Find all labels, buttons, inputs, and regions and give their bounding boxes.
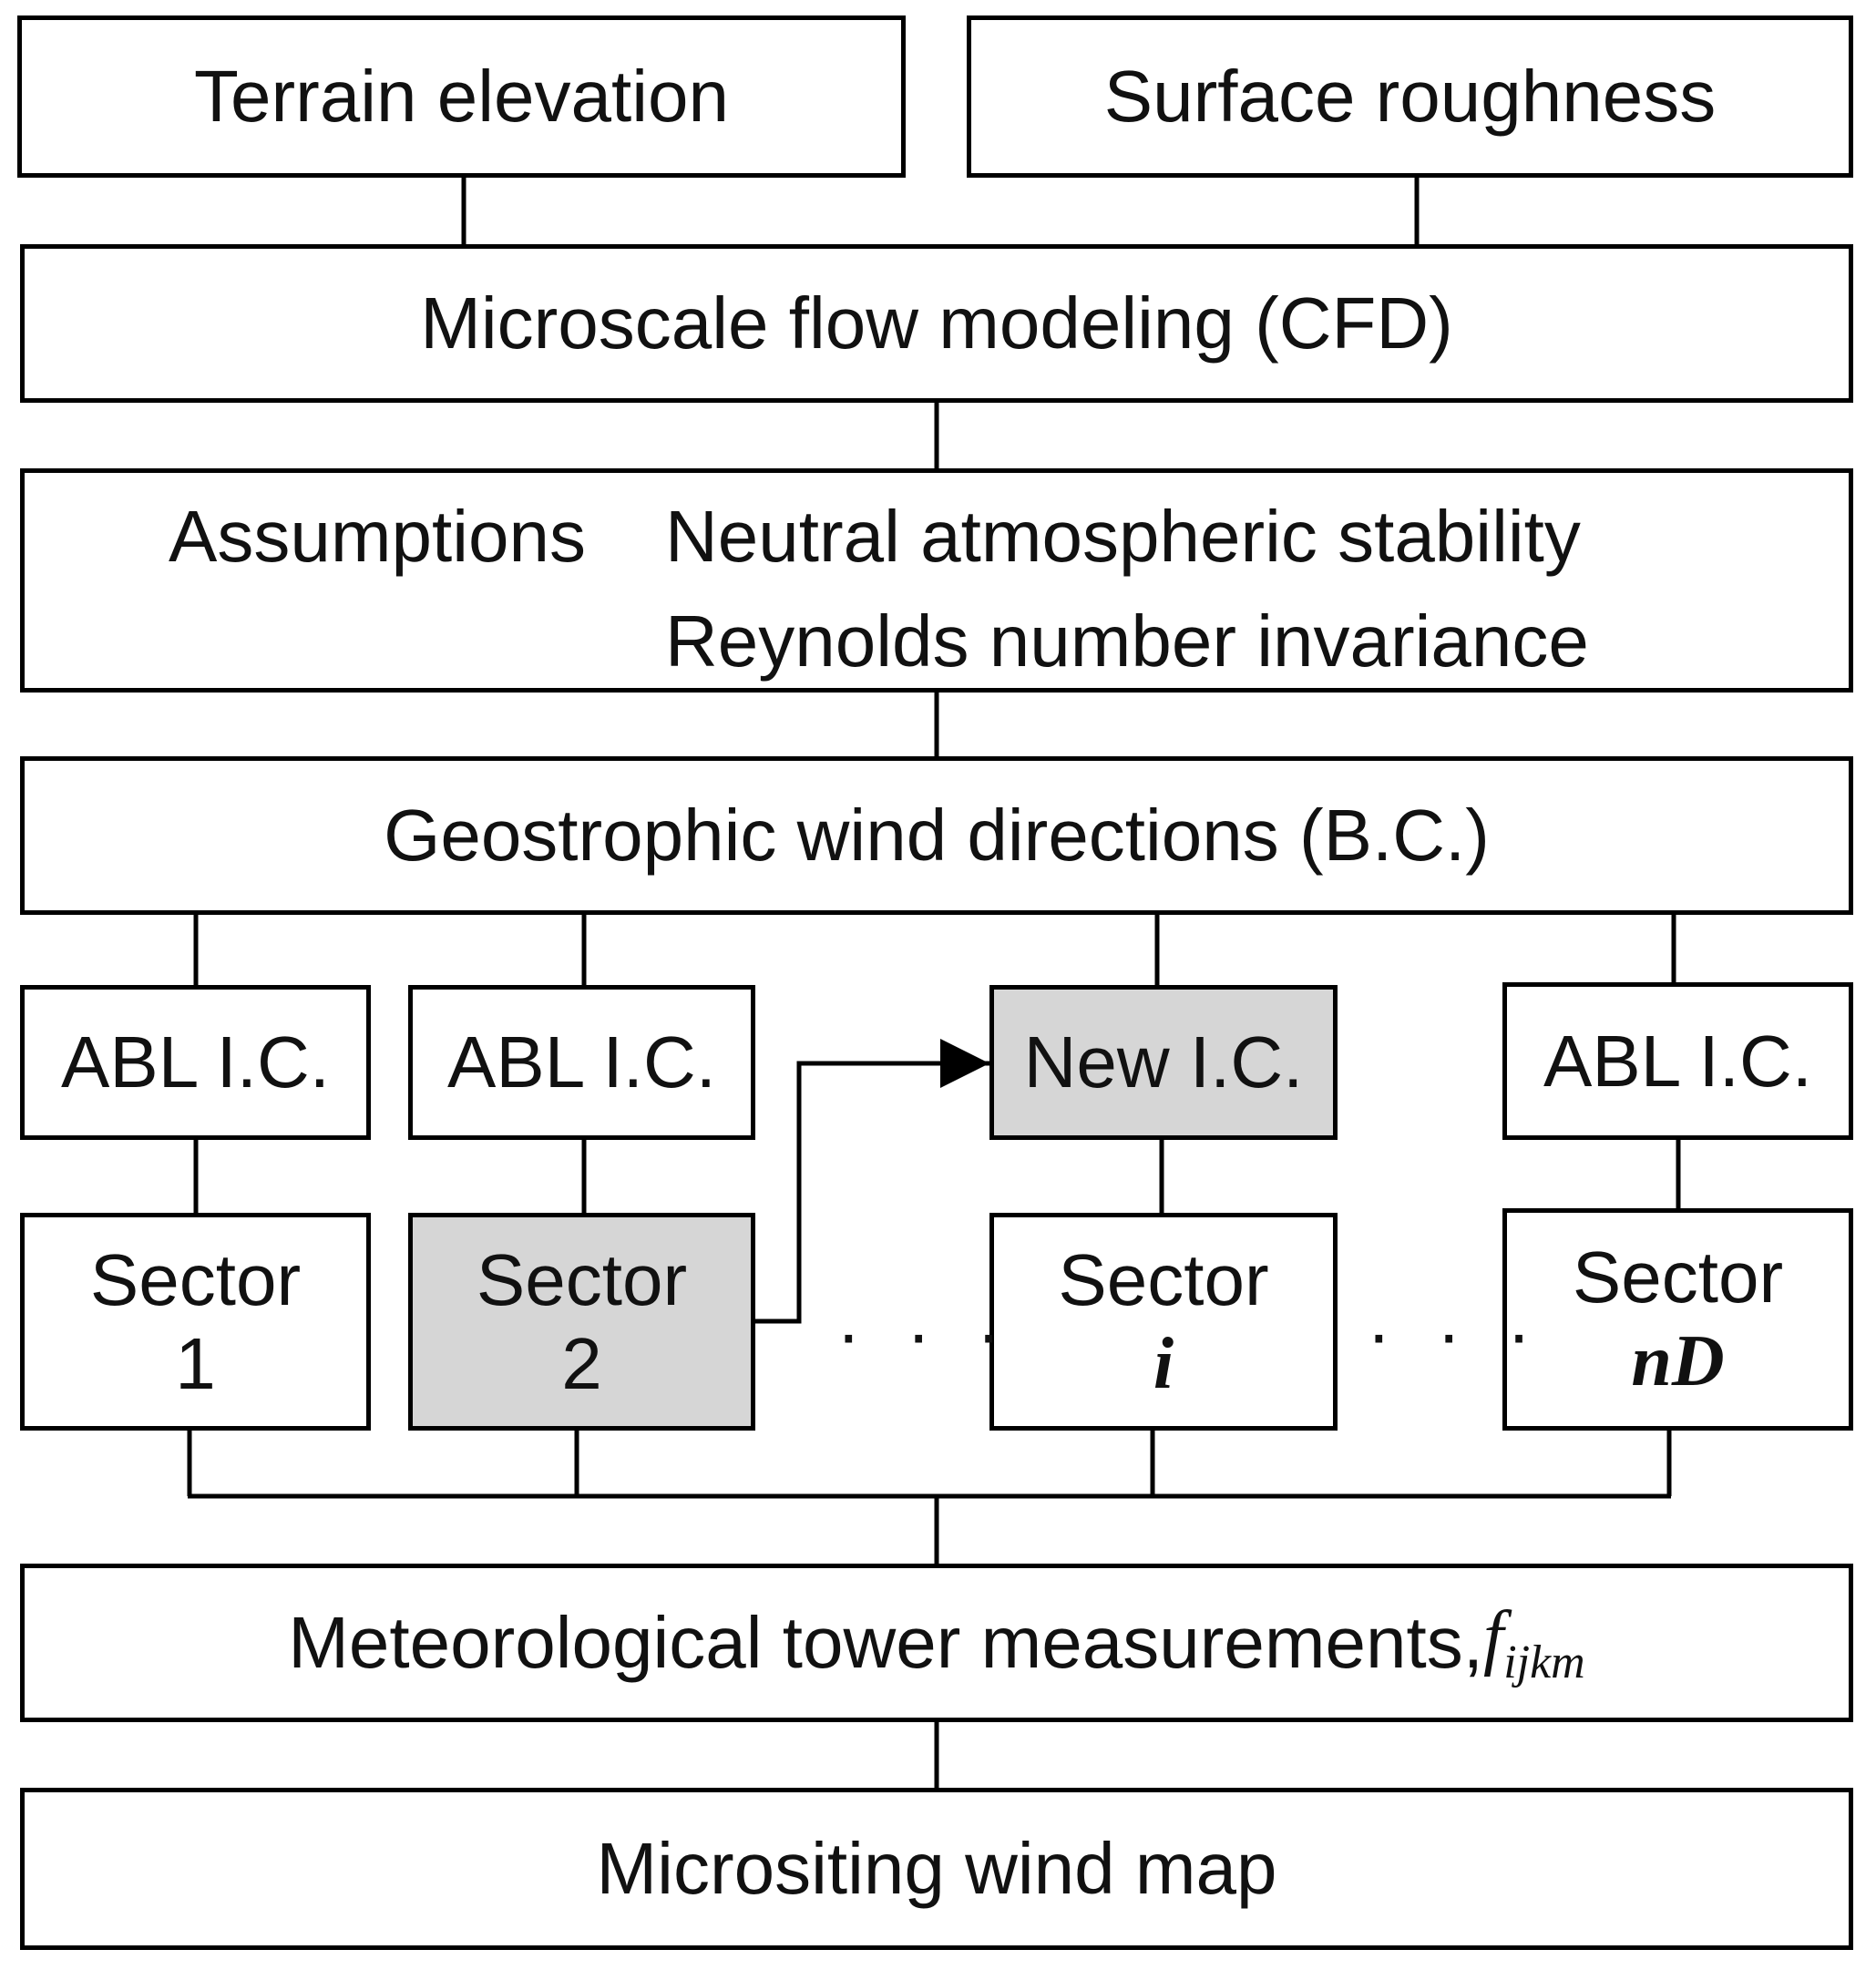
sector-id-i: i: [1153, 1323, 1174, 1404]
surface-roughness-box: Surface roughness: [967, 15, 1853, 178]
assumptions-label: Assumptions: [169, 496, 586, 577]
assumptions-box: Assumptions Neutral atmospheric stabilit…: [20, 468, 1853, 693]
abl-ic-box-2: ABL I.C.: [408, 985, 755, 1140]
sector-box-nd: Sector nD: [1502, 1208, 1853, 1431]
sector-box-1: Sector 1: [20, 1213, 371, 1431]
sector-label-nd: Sector: [1572, 1236, 1784, 1318]
abl-ic-box-nd: ABL I.C.: [1502, 982, 1853, 1140]
sector-id-1: 1: [175, 1322, 216, 1404]
surface-roughness-label: Surface roughness: [1103, 56, 1717, 137]
measurements-box: Meteorological tower measurements, fijkm: [20, 1564, 1853, 1722]
sector-box-i: Sector i: [989, 1213, 1338, 1431]
arrowhead: [940, 1039, 989, 1088]
new-ic-label: New I.C.: [1023, 1021, 1304, 1103]
boundary-conditions-box: Geostrophic wind directions (B.C.): [20, 756, 1853, 915]
sector-label-1: Sector: [89, 1238, 302, 1320]
assumption-reynolds: Reynolds number invariance: [665, 600, 1589, 682]
sector-box-2: Sector 2: [408, 1213, 755, 1431]
arrow-sector2-to-new: [751, 1061, 989, 1324]
boundary-conditions-label: Geostrophic wind directions (B.C.): [384, 795, 1490, 876]
abl-ic-label-2: ABL I.C.: [447, 1021, 716, 1103]
cfd-modeling-box: Microscale flow modeling (CFD): [20, 244, 1853, 403]
sector-id-2: 2: [561, 1322, 602, 1404]
measurements-f: f: [1482, 1597, 1504, 1678]
ellipsis-left: · · ·: [836, 1293, 1014, 1374]
abl-ic-box-1: ABL I.C.: [20, 985, 371, 1140]
measurements-subscript: ijkm: [1503, 1637, 1585, 1689]
abl-ic-label-1: ABL I.C.: [61, 1021, 330, 1103]
micrositing-map-label: Micrositing wind map: [596, 1828, 1277, 1909]
sector-label-i: Sector: [1058, 1238, 1269, 1320]
sector-id-nd: nD: [1631, 1321, 1725, 1401]
micrositing-map-box: Micrositing wind map: [20, 1788, 1853, 1950]
abl-ic-label-nd: ABL I.C.: [1543, 1020, 1812, 1102]
terrain-elevation-box: Terrain elevation: [17, 15, 906, 178]
measurements-label: Meteorological tower measurements,: [288, 1602, 1483, 1683]
measurements-symbol: fijkm: [1483, 1595, 1585, 1690]
assumption-stability: Neutral atmospheric stability: [665, 496, 1581, 577]
ellipsis-right: · · ·: [1367, 1293, 1544, 1374]
sector-label-2: Sector: [476, 1238, 688, 1320]
new-ic-box: New I.C.: [989, 985, 1338, 1140]
cfd-modeling-label: Microscale flow modeling (CFD): [420, 282, 1453, 364]
terrain-elevation-label: Terrain elevation: [194, 56, 729, 137]
